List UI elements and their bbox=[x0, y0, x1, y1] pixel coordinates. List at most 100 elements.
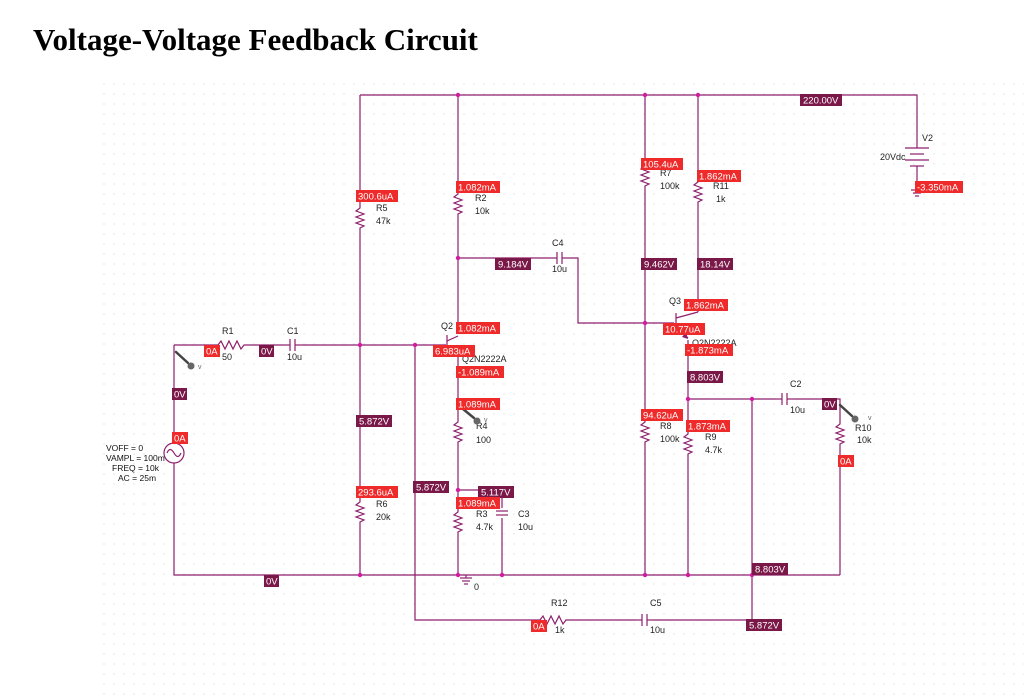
svg-text:5.872V: 5.872V bbox=[749, 621, 780, 632]
current-tag: 0A bbox=[531, 620, 547, 633]
svg-text:-1.089mA: -1.089mA bbox=[458, 368, 500, 379]
r11-value: 1k bbox=[716, 194, 726, 204]
c3-value: 10u bbox=[518, 522, 533, 532]
r1-ref: R1 bbox=[222, 326, 234, 336]
current-tag: -3.350mA bbox=[915, 181, 963, 194]
resistor-r5[interactable]: R5 47k bbox=[354, 203, 391, 230]
voltage-tag: 5.872V bbox=[413, 481, 449, 494]
svg-text:6.983uA: 6.983uA bbox=[435, 347, 471, 358]
source-freq: FREQ = 10k bbox=[112, 463, 160, 473]
svg-text:9.184V: 9.184V bbox=[498, 260, 529, 271]
voltage-tag: 5.117V bbox=[478, 486, 514, 499]
svg-text:10.77uA: 10.77uA bbox=[665, 325, 701, 336]
resistor-r10[interactable]: R10 10k bbox=[834, 422, 872, 446]
current-tag: 10.77uA bbox=[663, 323, 705, 336]
resistor-r4[interactable]: R4 100 bbox=[452, 420, 491, 445]
r3-ref: R3 bbox=[476, 509, 488, 519]
q3-ref: Q3 bbox=[669, 296, 681, 306]
r9-ref: R9 bbox=[705, 432, 717, 442]
source-vampl: VAMPL = 100m bbox=[106, 453, 165, 463]
svg-text:293.6uA: 293.6uA bbox=[358, 488, 394, 499]
sine-source[interactable]: VOFF = 0 VAMPL = 100m FREQ = 10k AC = 25… bbox=[106, 442, 185, 483]
current-tag: 1.089mA bbox=[456, 398, 500, 411]
voltage-probe-output-icon[interactable]: v bbox=[838, 403, 872, 423]
current-tag: 1.873mA bbox=[686, 420, 730, 433]
capacitor-c3[interactable]: C3 10u bbox=[494, 508, 533, 532]
c3-ref: C3 bbox=[518, 509, 530, 519]
svg-text:8.803V: 8.803V bbox=[755, 565, 786, 576]
svg-text:1.862mA: 1.862mA bbox=[686, 301, 725, 312]
source-voff: VOFF = 0 bbox=[106, 443, 143, 453]
svg-text:v: v bbox=[198, 364, 202, 371]
r12-ref: R12 bbox=[551, 598, 568, 608]
page-title: Voltage-Voltage Feedback Circuit bbox=[33, 22, 478, 57]
voltage-tag: 9.184V bbox=[495, 258, 531, 271]
c1-ref: C1 bbox=[287, 326, 299, 336]
r7-value: 100k bbox=[660, 181, 680, 191]
resistor-r6[interactable]: R6 20k bbox=[354, 499, 391, 524]
resistor-r11[interactable]: R11 1k bbox=[692, 180, 729, 204]
svg-text:0V: 0V bbox=[174, 390, 186, 401]
svg-text:300.6uA: 300.6uA bbox=[358, 192, 394, 203]
voltage-tag: 0V bbox=[259, 345, 274, 358]
capacitor-c5[interactable]: C5 10u bbox=[636, 598, 665, 635]
svg-text:9.462V: 9.462V bbox=[644, 260, 675, 271]
svg-text:1.082mA: 1.082mA bbox=[458, 324, 497, 335]
svg-text:5.117V: 5.117V bbox=[481, 488, 511, 499]
capacitor-c4[interactable]: C4 10u bbox=[550, 238, 570, 274]
capacitor-c2[interactable]: C2 10u bbox=[776, 379, 805, 415]
svg-text:94.62uA: 94.62uA bbox=[643, 411, 679, 422]
current-tag: 1.862mA bbox=[697, 170, 741, 183]
resistor-r3[interactable]: R3 4.7k bbox=[452, 509, 494, 534]
r12-value: 1k bbox=[555, 625, 565, 635]
junction-dots bbox=[357, 92, 755, 578]
svg-text:0A: 0A bbox=[174, 434, 186, 445]
current-tag: 0A bbox=[838, 455, 854, 468]
svg-text:v: v bbox=[484, 417, 488, 424]
voltage-probe-q2-icon[interactable]: v bbox=[461, 407, 488, 425]
r6-ref: R6 bbox=[376, 499, 388, 509]
current-tag: 1.082mA bbox=[456, 322, 500, 335]
r6-value: 20k bbox=[376, 512, 391, 522]
r11-ref: R11 bbox=[713, 181, 729, 191]
resistor-r9[interactable]: R9 4.7k bbox=[682, 432, 723, 456]
svg-text:1.873mA: 1.873mA bbox=[688, 422, 727, 433]
voltage-tags: 220.00V 0V 0V 5.872V 5.872V 9.184V 5.117… bbox=[172, 94, 842, 632]
r10-value: 10k bbox=[857, 435, 872, 445]
svg-text:1.862mA: 1.862mA bbox=[699, 172, 738, 183]
current-tag: 6.983uA bbox=[433, 345, 475, 358]
svg-text:1.082mA: 1.082mA bbox=[458, 183, 497, 194]
dc-source-v2[interactable]: V2 20Vdc bbox=[880, 133, 933, 190]
r2-ref: R2 bbox=[475, 193, 487, 203]
current-tag: 1.862mA bbox=[684, 299, 728, 312]
resistor-r2[interactable]: R2 10k bbox=[452, 192, 490, 216]
r9-value: 4.7k bbox=[705, 445, 723, 455]
svg-text:0A: 0A bbox=[206, 347, 218, 358]
c1-value: 10u bbox=[287, 352, 302, 362]
resistor-r8[interactable]: R8 100k bbox=[639, 420, 680, 444]
svg-text:5.872V: 5.872V bbox=[416, 483, 447, 494]
svg-text:8.803V: 8.803V bbox=[690, 373, 721, 384]
current-tag: -1.873mA bbox=[685, 344, 733, 357]
c5-value: 10u bbox=[650, 625, 665, 635]
c2-ref: C2 bbox=[790, 379, 802, 389]
capacitor-c1[interactable]: C1 10u bbox=[283, 326, 303, 362]
current-tag: 0A bbox=[172, 432, 188, 445]
r4-ref: R4 bbox=[476, 421, 488, 431]
resistor-r1[interactable]: R1 50 bbox=[212, 326, 248, 362]
voltage-probe-input-icon[interactable]: v bbox=[174, 350, 202, 371]
q3-model: Q2N2222A bbox=[692, 338, 737, 348]
voltage-tag: 0V bbox=[172, 388, 187, 401]
current-tag: 94.62uA bbox=[641, 409, 683, 422]
r7-ref: R7 bbox=[660, 168, 672, 178]
q2-ref: Q2 bbox=[441, 321, 453, 331]
svg-text:0V: 0V bbox=[266, 577, 278, 588]
v2-value: 20Vdc bbox=[880, 152, 906, 162]
voltage-tag: 5.872V bbox=[356, 415, 392, 428]
svg-text:105.4uA: 105.4uA bbox=[643, 160, 679, 171]
voltage-tag: 220.00V bbox=[800, 94, 842, 107]
svg-text:0A: 0A bbox=[533, 622, 545, 633]
voltage-tag: 18.14V bbox=[697, 258, 733, 271]
voltage-tag: 8.803V bbox=[687, 371, 723, 384]
